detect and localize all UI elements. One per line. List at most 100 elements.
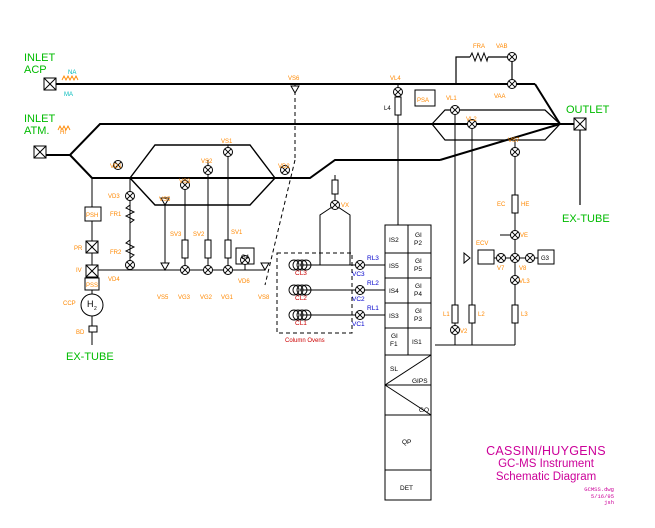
label-h2: H [87,299,94,309]
label-vl1: VL1 [446,96,457,102]
label-inlet-acp2: ACP [24,64,47,76]
label-inlet-atm2: ATM. [24,125,49,137]
label-vg3: VG3 [178,295,191,301]
label-gip3b: P3 [414,316,422,323]
check-valves [160,85,471,272]
label-ex-tube-left: EX-TUBE [66,351,114,363]
label-rl3: RL3 [367,255,379,262]
valves [113,52,535,335]
label-vl2: VL2 [466,117,477,123]
label-cl3: CL3 [295,270,307,277]
label-vs5: VS5 [159,197,171,203]
label-ec: EC [497,202,506,208]
diagram-subtitle: GC-MS Instrument [498,458,594,470]
label-gip5a: GI [415,258,422,265]
label-g3: G3 [541,256,550,262]
label-vd1: VD1 [110,164,122,170]
label-gif1a: GI [391,333,398,340]
label-vs2: VS2 [201,159,213,165]
instrument-stack [384,224,432,501]
label-psh: PSH [86,213,98,219]
label-vc3: VC3 [352,271,365,278]
label-gip2a: GI [415,232,422,239]
label-vd4: VD4 [108,277,120,283]
label-qp: QP [402,439,411,446]
label-gip5b: P5 [414,266,422,273]
label-vab: VAB [496,44,508,50]
label-gip4a: GI [415,283,422,290]
label-vl4: VL4 [390,76,401,82]
label-cl1: CL1 [295,320,307,327]
label-is2: IS2 [389,237,399,244]
label-rl2: RL2 [367,280,379,287]
label-hi: HI [60,130,66,136]
label-vs1: VS1 [221,139,233,145]
label-l4: L4 [384,106,391,112]
label-ccp: CCP [63,301,76,307]
label-is3: IS3 [389,313,399,320]
label-gip2b: P2 [414,240,422,247]
label-vs6: VS6 [288,76,300,82]
label-l2: L2 [478,312,485,318]
label-l1: L1 [443,312,450,318]
label-vx: VX [341,203,349,209]
title-block: CASSINI/HUYGENS GC-MS Instrument Schemat… [471,444,621,484]
label-gif1b: F1 [390,341,398,348]
label-ve: VE [520,233,528,239]
label-fra: FRA [473,44,485,50]
label-fr2: FR2 [110,250,122,256]
label-g4: G4 [241,255,250,261]
iv-box [85,264,99,278]
pr-box [85,240,99,254]
restrictors [124,51,489,259]
label-he: HE [521,202,529,208]
label-gips: GIPS [412,378,428,385]
drawing-stamp: GCMSS.dwg 5/16/95 jsh [554,486,614,507]
drawing-author: jsh [604,499,614,506]
inlet-atm-box [33,145,47,159]
diagram-subtitle-2: Schematic Diagram [495,471,597,483]
label-iv: IV [76,268,82,274]
label-vs5b: VS5 [157,295,169,301]
label-sv2: SV2 [193,232,205,238]
label-is5: IS5 [389,263,399,270]
label-gip4b: P4 [414,291,422,298]
label-vs3: VS3 [179,179,191,185]
label-fr1: FR1 [110,212,122,218]
label-outlet: OUTLET [566,104,610,116]
label-gip3a: GI [415,308,422,315]
label-column-ovens: Column Ovens [285,338,325,344]
label-pss: PSS [86,283,98,289]
label-vg2: VG2 [200,295,213,301]
label-l3: L3 [521,312,528,318]
main-flow-lines [40,56,581,206]
label-cl2: CL2 [295,295,307,302]
label-vs7: VS7 [508,138,520,144]
label-rl1: RL1 [367,305,379,312]
label-vg1: VG1 [221,295,234,301]
label-ex-tube-right: EX-TUBE [562,213,610,225]
label-psa: PSA [417,98,429,104]
label-vs8: VS8 [258,295,270,301]
label-is1: IS1 [412,339,422,346]
label-vd6: VD6 [238,279,250,285]
label-pr: PR [74,246,83,252]
label-vc1: VC1 [352,321,365,328]
diagram-title: CASSINI/HUYGENS [486,444,606,458]
label-na: NA [68,70,76,76]
outlet-box [573,117,587,131]
label-sv3: SV3 [170,232,182,238]
label-vaa: VAA [494,94,506,100]
label-sl: SL [390,366,398,373]
label-vd2: VD2 [278,164,290,170]
label-v8: V8 [519,266,527,272]
label-is4: IS4 [389,288,399,295]
component-boxes [84,89,555,333]
drawing-file: GCMSS.dwg [584,486,614,493]
label-vd3: VD3 [108,194,120,200]
label-gq: GQ [419,407,429,414]
label-vc2: VC2 [352,296,365,303]
label-inlet-atm: INLET [24,113,55,125]
label-v2: V2 [460,329,468,335]
